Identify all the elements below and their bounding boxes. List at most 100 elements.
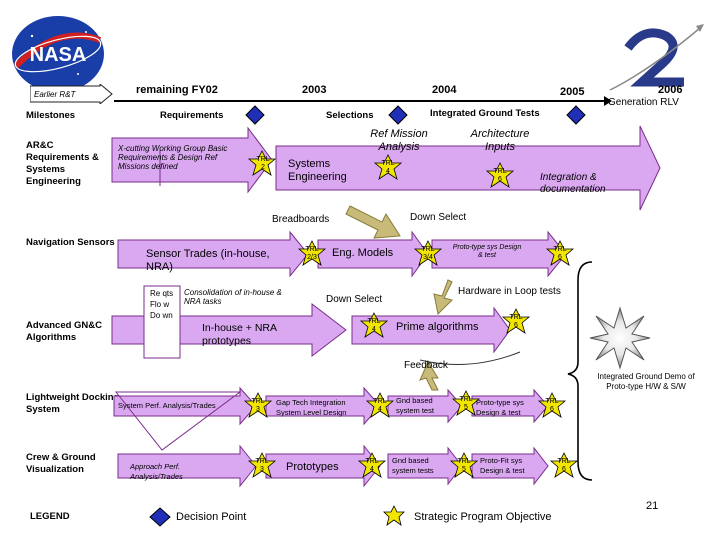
nav-arrow-2	[317, 230, 429, 278]
integrated-ground-demo: Integrated Ground Demo of Proto-type H/W…	[597, 372, 695, 391]
trl-adv-2	[501, 308, 531, 334]
earlier-rt-label: Earlier R&T	[34, 90, 76, 99]
sys-perf-funnel	[114, 391, 242, 451]
second-gen-logo	[600, 20, 710, 100]
cr-arrow-1	[117, 444, 257, 488]
architecture-inputs: Architecture Inputs	[470, 128, 530, 153]
feedback-line	[419, 351, 521, 365]
legend-diamond	[149, 507, 171, 527]
trl-adv-1	[359, 312, 389, 338]
approach-perf-analysis: Approach Perf. Analysis/Trades	[130, 462, 183, 481]
year-2005: 2005	[560, 86, 585, 98]
breadboards: Breadboards	[272, 214, 330, 225]
feedback-arrow	[419, 360, 439, 391]
page-number: 21	[646, 500, 659, 512]
proto-fit-sys: Proto-Fit sys Design & test	[480, 456, 525, 475]
requirements-label: Requirements	[160, 110, 224, 121]
system-perf-analysis: System Perf. Analysis/Trades	[118, 401, 216, 410]
timeline-bar	[114, 100, 606, 102]
integration-documentation: Integration & documentation	[540, 172, 606, 195]
generation-rlv: Generation RLV	[608, 97, 679, 108]
trl-arc-1	[247, 150, 277, 176]
row-nav: Navigation Sensors	[26, 237, 115, 248]
proto-sys-design-test-2: Proto-type sys Design & test	[476, 398, 524, 417]
hardware-in-loop: Hardware in Loop tests	[458, 286, 561, 297]
consolidation-tasks: Consolidation of in-house & NRA tasks	[184, 288, 282, 306]
year-2006: 2006	[658, 84, 683, 96]
req-flow-down: Re qts Flo w Do wn	[150, 289, 174, 320]
ref-mission-analysis: Ref Mission Analysis	[370, 128, 428, 153]
trl-lw-1	[243, 392, 273, 418]
gap-tech-integration: Gap Tech Integration System Level Design	[276, 398, 347, 417]
remaining-fy02: remaining FY02	[136, 84, 218, 96]
nasa-logo-text: NASA	[30, 44, 87, 66]
nav-arrow-1	[117, 230, 309, 278]
eng-models: Eng. Models	[332, 247, 394, 259]
systems-engineering: Systems Engineering	[288, 158, 347, 183]
legend-strategic-objective: Strategic Program Objective	[414, 511, 552, 523]
sensor-trades: Sensor Trades (in-house, NRA)	[146, 248, 270, 273]
diamond-selections	[388, 105, 408, 125]
trl-cr-1	[247, 452, 277, 478]
trl-arc-3	[485, 162, 515, 188]
down-select-1: Down Select	[410, 212, 467, 223]
trl-nav-1	[297, 240, 327, 266]
trl-lw-4	[537, 392, 567, 418]
integrated-ground-tests-label: Integrated Ground Tests	[430, 108, 540, 119]
diamond-requirements	[245, 105, 265, 125]
cr-arrow-4	[471, 446, 549, 486]
integration-brace	[567, 261, 593, 481]
row-lw: Lightweight Docking System	[26, 392, 120, 415]
nav-arrow-3	[431, 230, 567, 278]
adv-arrow-2	[351, 306, 511, 354]
legend-star	[383, 505, 405, 526]
gnd-based-system-tests: Gnd based system tests	[392, 456, 434, 475]
down-select-2: Down Select	[326, 294, 383, 305]
nasa-logo: NASA	[8, 14, 108, 94]
prototypes: Prototypes	[286, 461, 339, 473]
lw-arrow-3	[387, 388, 463, 424]
trl-lw-3	[451, 390, 481, 416]
xcut-working-group: X-cutting Working Group Basic Requiremen…	[118, 144, 228, 171]
cr-arrow-3	[387, 446, 463, 486]
trl-nav-2	[413, 240, 443, 266]
legend-decision-point: Decision Point	[176, 511, 247, 523]
year-2003: 2003	[302, 84, 327, 96]
prime-algorithms: Prime algorithms	[396, 321, 479, 333]
diamond-integrated-tests	[566, 105, 586, 125]
trl-lw-2	[365, 392, 395, 418]
row-arc: AR&C Requirements & Systems Engineering	[26, 140, 99, 187]
trl-stars	[243, 150, 579, 478]
selections-label: Selections	[326, 110, 374, 121]
earlier-rt-arrow	[30, 84, 113, 104]
timeline-arrowhead	[604, 96, 612, 106]
trl-cr-3	[449, 452, 479, 478]
year-2004: 2004	[432, 84, 457, 96]
trl-nav-3	[545, 240, 575, 266]
down-select-arrow-1	[345, 205, 401, 239]
strategic-objective-burst	[589, 306, 651, 370]
inhouse-nra-prototypes: In-house + NRA prototypes	[202, 322, 277, 347]
arc-arrow-2	[275, 125, 661, 211]
down-select-arrow-2	[433, 279, 453, 316]
trl-arc-2	[373, 154, 403, 180]
lw-arrow-4	[471, 388, 549, 424]
legend-title: LEGEND	[30, 511, 70, 522]
gnd-based-system-test: Gnd based system test	[396, 396, 434, 415]
